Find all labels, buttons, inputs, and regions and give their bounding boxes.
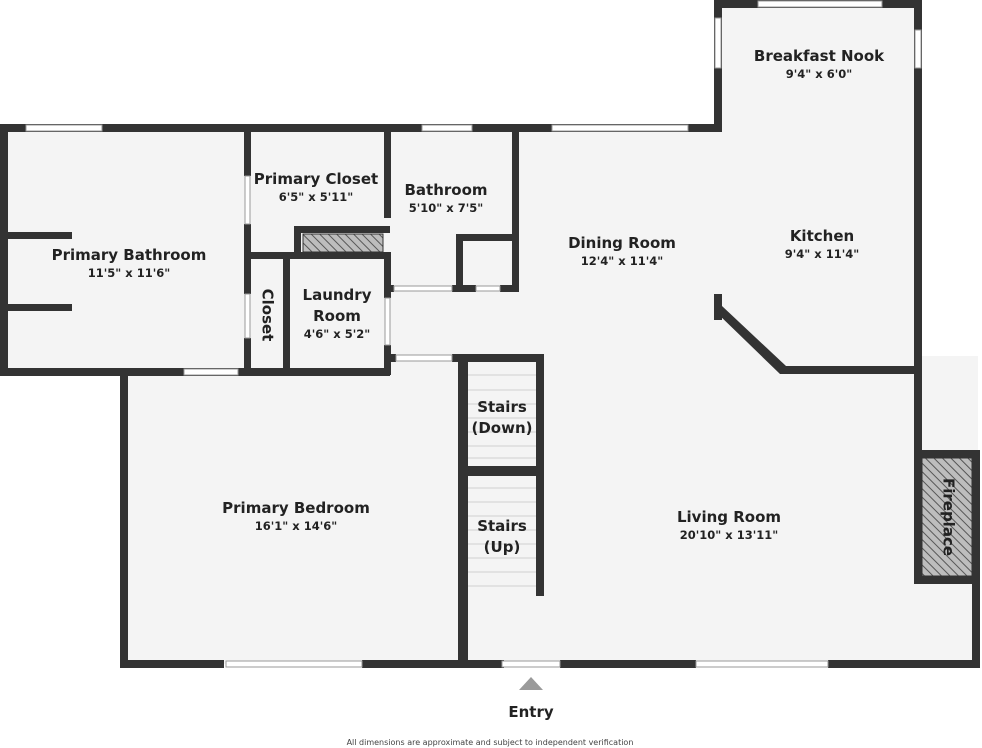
room-breakfast-nook: Breakfast Nook 9'4" x 6'0" bbox=[754, 47, 885, 81]
room-name-line1: Laundry bbox=[303, 286, 372, 304]
room-stairs-up: Stairs (Up) bbox=[477, 517, 527, 556]
window bbox=[551, 124, 689, 132]
window bbox=[183, 368, 239, 376]
window bbox=[757, 0, 883, 8]
room-name: Living Room bbox=[677, 508, 781, 526]
room-dimensions: 6'5" x 5'11" bbox=[279, 190, 353, 204]
room-primary-closet: Primary Closet 6'5" x 5'11" bbox=[254, 170, 378, 204]
room-stairs-down: Stairs (Down) bbox=[471, 398, 532, 437]
room-primary-bedroom: Primary Bedroom 16'1" x 14'6" bbox=[222, 499, 370, 533]
room-dimensions: 11'5" x 11'6" bbox=[88, 266, 170, 280]
window bbox=[695, 660, 829, 668]
room-kitchen: Kitchen 9'4" x 11'4" bbox=[785, 227, 859, 261]
footnote: All dimensions are approximate and subje… bbox=[347, 738, 634, 747]
room-name: Breakfast Nook bbox=[754, 47, 885, 65]
room-bathroom: Bathroom 5'10" x 7'5" bbox=[404, 181, 487, 215]
room-name-line2: Room bbox=[313, 307, 361, 325]
window bbox=[475, 285, 501, 292]
windows bbox=[25, 0, 922, 668]
room-name: Primary Closet bbox=[254, 170, 378, 188]
room-closet: Closet bbox=[259, 289, 277, 342]
entry-arrow-icon bbox=[519, 677, 543, 690]
room-dining-room: Dining Room 12'4" x 11'4" bbox=[568, 234, 676, 268]
room-living-room: Living Room 20'10" x 13'11" bbox=[677, 508, 781, 542]
window bbox=[225, 660, 363, 668]
room-dimensions: 9'4" x 6'0" bbox=[786, 67, 852, 81]
stairs-up-treads bbox=[468, 487, 536, 587]
entry-label: Entry bbox=[508, 703, 553, 721]
room-fireplace: Fireplace bbox=[940, 478, 958, 556]
window bbox=[244, 293, 251, 339]
window bbox=[25, 124, 103, 132]
room-laundry-room: Laundry Room 4'6" x 5'2" bbox=[303, 286, 372, 341]
room-name: Primary Bathroom bbox=[52, 246, 207, 264]
walls bbox=[0, 0, 980, 668]
room-name: Bathroom bbox=[404, 181, 487, 199]
window bbox=[421, 124, 473, 132]
room-name: Dining Room bbox=[568, 234, 676, 252]
room-name: Primary Bedroom bbox=[222, 499, 370, 517]
stairs-label-line2: (Down) bbox=[471, 419, 532, 437]
fireplace-hearth bbox=[921, 457, 973, 577]
room-dimensions: 12'4" x 11'4" bbox=[581, 254, 663, 268]
window bbox=[714, 17, 722, 69]
window bbox=[244, 175, 251, 225]
stairs-down-treads bbox=[468, 374, 536, 459]
room-dimensions: 16'1" x 14'6" bbox=[255, 519, 337, 533]
floor-areas bbox=[4, 4, 978, 664]
stairs-label-line1: Stairs bbox=[477, 398, 527, 416]
stairs-label-line2: (Up) bbox=[484, 538, 521, 556]
window bbox=[384, 297, 391, 346]
room-dimensions: 20'10" x 13'11" bbox=[680, 528, 778, 542]
window bbox=[395, 354, 453, 362]
room-name: Kitchen bbox=[790, 227, 854, 245]
window bbox=[914, 29, 922, 69]
window bbox=[501, 660, 561, 668]
room-dimensions: 4'6" x 5'2" bbox=[304, 327, 370, 341]
room-name: Closet bbox=[259, 289, 277, 342]
room-name: Fireplace bbox=[940, 478, 958, 556]
room-dimensions: 9'4" x 11'4" bbox=[785, 247, 859, 261]
window bbox=[393, 285, 453, 292]
closet-shelf bbox=[302, 233, 384, 253]
room-dimensions: 5'10" x 7'5" bbox=[409, 201, 483, 215]
stairs-label-line1: Stairs bbox=[477, 517, 527, 535]
room-primary-bathroom: Primary Bathroom 11'5" x 11'6" bbox=[52, 246, 207, 280]
